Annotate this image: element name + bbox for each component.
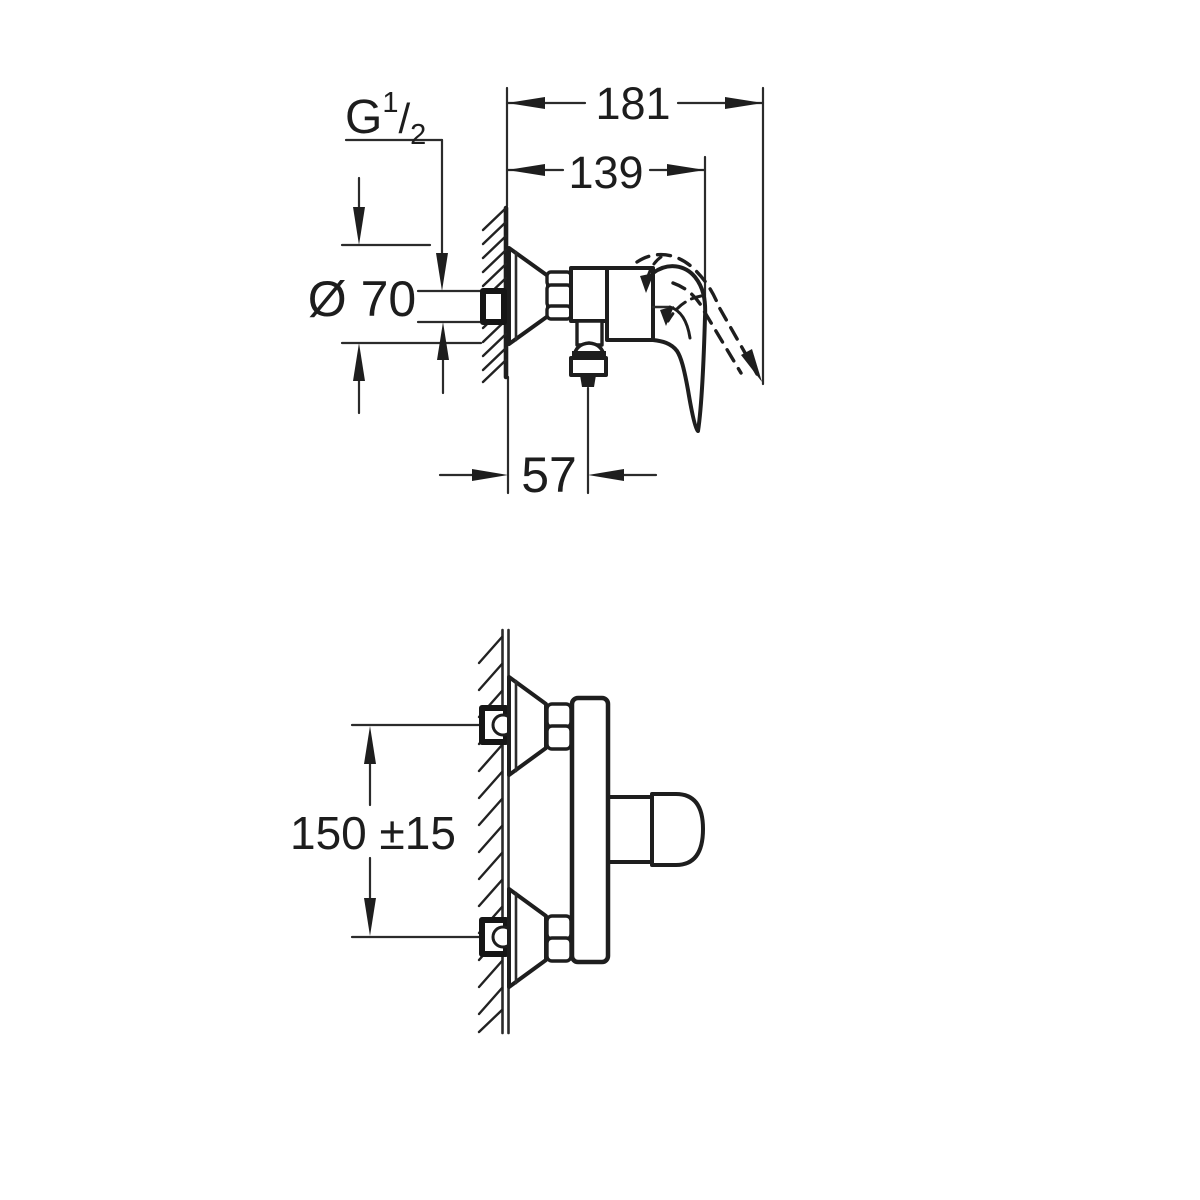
- dim-outlet-offset: 57: [521, 447, 577, 503]
- dim-escutcheon-diameter: Ø 70: [308, 271, 416, 327]
- shower-outlet-thread: [580, 375, 596, 387]
- plan-view: 150 ±15: [290, 628, 705, 1035]
- rotation-arrow-1: [640, 273, 654, 293]
- lever-motion-arrow: [741, 349, 762, 382]
- escutcheon-top: [507, 675, 548, 777]
- side-view-arrowheads: [353, 97, 763, 481]
- dim-inlet-spacing: 150 ±15: [290, 807, 456, 859]
- handle-dome-plan: [650, 792, 705, 867]
- rotation-arrow-2: [660, 306, 674, 326]
- inlet-pipe-side: [480, 288, 507, 325]
- lever-handle-side: [651, 264, 708, 433]
- inlet-connection-bottom: [479, 887, 573, 989]
- plan-view-dimension-lines: [350, 723, 483, 939]
- side-view: G1/2 181 139 Ø 70 57: [308, 78, 765, 503]
- valve-union-body: [569, 266, 609, 323]
- shower-outlet-nut: [569, 356, 608, 377]
- mixer-plan-view: [569, 695, 705, 965]
- mixer-side-view: [480, 246, 708, 433]
- outlet-seal-band: [572, 351, 606, 358]
- union-nut-side: [545, 270, 573, 321]
- mixer-body-plan: [569, 695, 611, 965]
- dim-overall-depth: 181: [595, 78, 670, 129]
- inlet-connection-top: [479, 675, 573, 777]
- escutcheon-bottom: [507, 887, 548, 989]
- thread-size-label: G1/2: [345, 87, 426, 151]
- lever-raised-position-dashed: [635, 252, 762, 382]
- dim-depth-to-handle: 139: [568, 147, 643, 198]
- wall-section-plan: [477, 628, 510, 1035]
